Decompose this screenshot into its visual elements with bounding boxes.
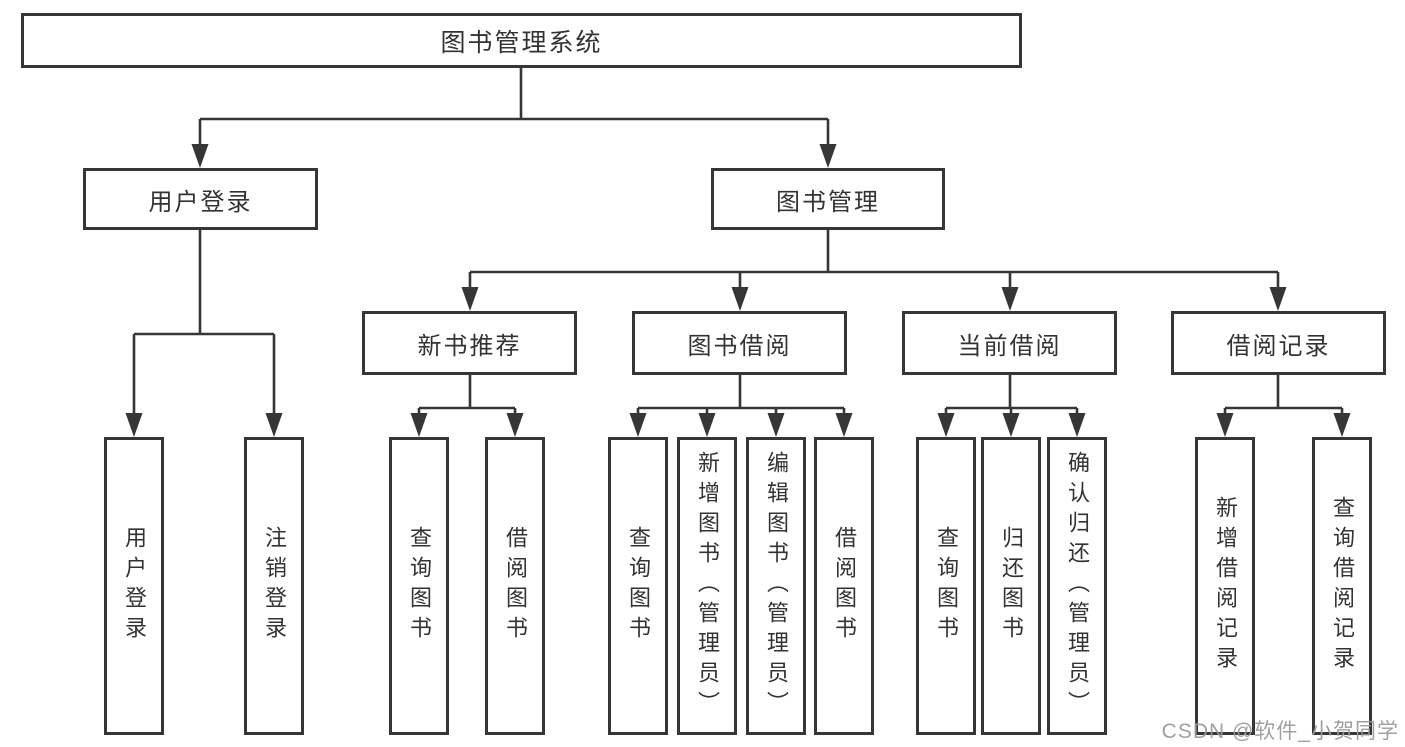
leaf-add-borrow-record-label: 新增借阅记录 <box>1213 496 1238 676</box>
leaf-user-login: 用户登录 <box>104 437 164 735</box>
node-user-login-module: 用户登录 <box>83 168 318 230</box>
leaf-query-books-current: 查询图书 <box>916 437 976 735</box>
leaf-return-books-label: 归还图书 <box>999 526 1024 646</box>
leaf-query-borrow-record-label: 查询借阅记录 <box>1330 496 1355 676</box>
leaf-logout: 注销登录 <box>244 437 304 735</box>
arrowheads <box>125 144 1351 437</box>
node-new-book-recommend: 新书推荐 <box>362 311 577 375</box>
leaf-add-books-admin-label: 新增图书（管理员） <box>695 451 720 721</box>
leaf-return-books: 归还图书 <box>981 437 1041 735</box>
leaf-add-books-admin: 新增图书（管理员） <box>677 437 737 735</box>
leaf-query-books-borrowing-label: 查询图书 <box>626 526 651 646</box>
node-library-management-system: 图书管理系统 <box>21 13 1022 68</box>
leaf-confirm-return-admin-label: 确认归还（管理员） <box>1065 451 1090 721</box>
leaf-borrow-books-recommend-label: 借阅图书 <box>503 526 528 646</box>
leaf-query-books-current-label: 查询图书 <box>934 526 959 646</box>
leaf-user-login-label: 用户登录 <box>122 526 147 646</box>
leaf-query-books-recommend: 查询图书 <box>389 437 449 735</box>
leaf-query-borrow-record: 查询借阅记录 <box>1312 437 1372 735</box>
node-borrowing-records: 借阅记录 <box>1171 311 1386 375</box>
leaf-edit-books-admin-label: 编辑图书（管理员） <box>764 451 789 721</box>
leaf-logout-label: 注销登录 <box>262 526 287 646</box>
leaf-query-books-borrowing: 查询图书 <box>608 437 668 735</box>
csdn-watermark: CSDN @软件_小贺同学 <box>1161 720 1399 743</box>
leaf-confirm-return-admin: 确认归还（管理员） <box>1047 437 1107 735</box>
leaf-borrow-books-recommend: 借阅图书 <box>485 437 545 735</box>
leaf-edit-books-admin: 编辑图书（管理员） <box>746 437 806 735</box>
leaf-query-books-recommend-label: 查询图书 <box>407 526 432 646</box>
leaf-borrow-books: 借阅图书 <box>814 437 874 735</box>
node-book-borrowing: 图书借阅 <box>632 311 847 375</box>
node-current-borrowing: 当前借阅 <box>902 311 1117 375</box>
leaf-add-borrow-record: 新增借阅记录 <box>1195 437 1255 735</box>
leaf-borrow-books-label: 借阅图书 <box>832 526 857 646</box>
node-book-management-module: 图书管理 <box>711 168 945 230</box>
